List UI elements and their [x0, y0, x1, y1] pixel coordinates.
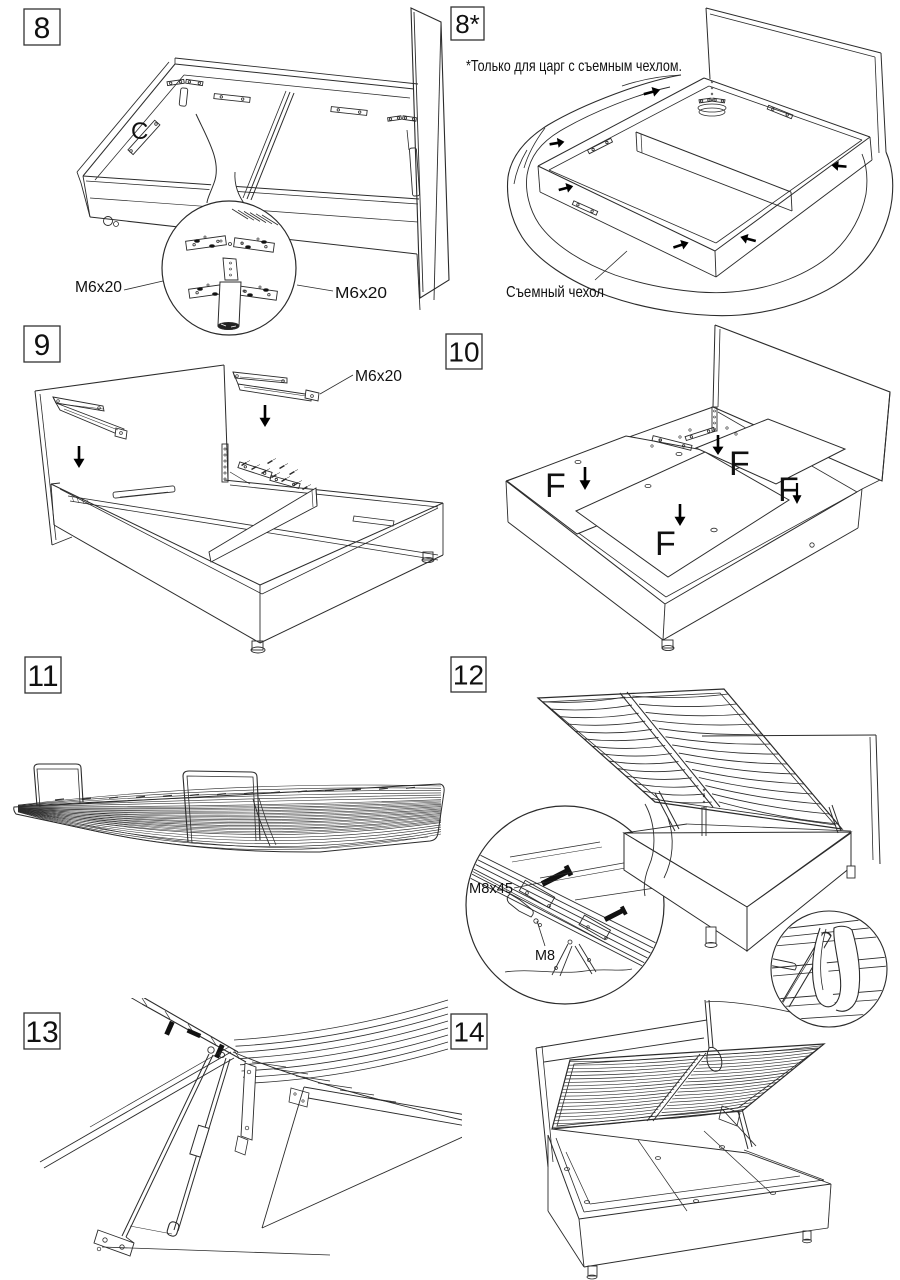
svg-text:8*: 8* [455, 9, 480, 39]
svg-text:M8: M8 [535, 947, 555, 964]
svg-text:12: 12 [453, 660, 484, 691]
svg-text:C: C [131, 118, 148, 145]
svg-text:10: 10 [448, 337, 479, 368]
svg-text:M6x20: M6x20 [75, 279, 122, 296]
svg-text:M6x20: M6x20 [355, 368, 402, 385]
svg-text:13: 13 [25, 1016, 58, 1049]
svg-text:8: 8 [34, 12, 51, 45]
svg-text:F: F [655, 525, 676, 563]
svg-text:11: 11 [27, 660, 58, 693]
svg-text:M6x20: M6x20 [335, 285, 387, 302]
svg-text:F: F [778, 471, 799, 509]
svg-text:F: F [545, 467, 566, 505]
svg-text:14: 14 [453, 1017, 484, 1048]
svg-text:Съемный чехол: Съемный чехол [506, 284, 604, 301]
svg-text:M8x45: M8x45 [469, 880, 513, 897]
svg-text:9: 9 [34, 329, 51, 362]
svg-text:F: F [729, 445, 750, 483]
svg-text:*Только для царг с съемным чех: *Только для царг с съемным чехлом. [466, 58, 682, 75]
